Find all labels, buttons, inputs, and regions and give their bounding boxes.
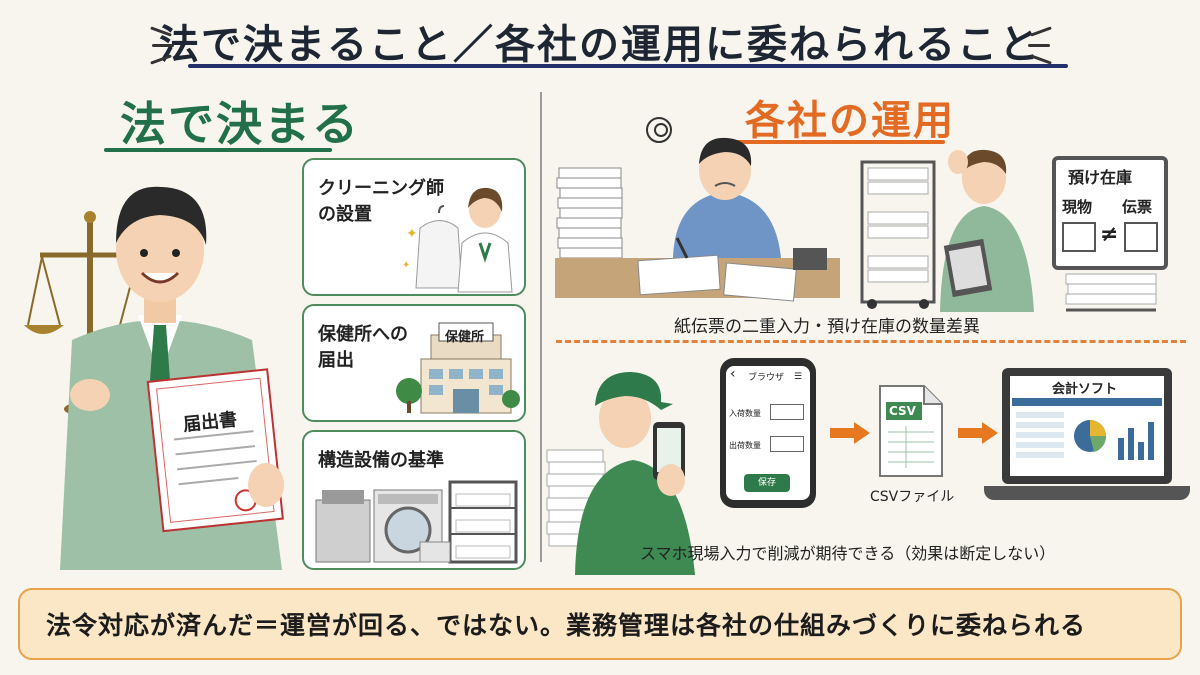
dashed-separator: [556, 340, 1186, 343]
phone-app-title: ブラウザ: [748, 373, 785, 383]
board-title: 預け在庫: [1068, 168, 1133, 187]
sparkle-icon: [152, 44, 174, 47]
health-center-building-illustration: [396, 322, 520, 414]
bottom-right-caption: スマホ現場入力で削減が期待できる（効果は断定しない）: [640, 544, 1056, 563]
sparkle-icon: [1028, 44, 1050, 47]
summary-message: 法令対応が済んだ＝運営が回る、ではない。業務管理は各社の仕組みづくりに委ねられる: [46, 611, 1087, 640]
official-man-illustration: [24, 186, 284, 570]
arrow-right-icon: [830, 422, 870, 444]
title-underline: [188, 64, 1068, 68]
csv-caption: CSVファイル: [870, 489, 955, 505]
laundry-equipment-illustration: [315, 480, 518, 564]
desk-worker-illustration: [555, 117, 840, 302]
phone-field1-label: 入荷数量: [729, 409, 761, 418]
card-label-cleaning-master: クリーニング師 の設置: [318, 178, 444, 225]
phone-back-button[interactable]: ‹: [730, 366, 736, 382]
svg-text:✦: ✦: [406, 226, 418, 242]
board-left-label: 現物: [1062, 198, 1093, 216]
arrow-right-icon: [958, 422, 998, 444]
accounting-dashboard-illustration: [1012, 398, 1162, 460]
section-divider: [540, 92, 542, 562]
phone-field2-label: 出荷数量: [729, 441, 761, 450]
laptop-app-title: 会計ソフト: [1052, 382, 1118, 397]
left-heading: 法で決まる: [120, 97, 360, 151]
right-heading: 各社の運用: [745, 98, 955, 144]
building-sign: 保健所: [445, 330, 485, 345]
card-label-health-center: 保健所への 届出: [318, 324, 408, 371]
left-heading-underline: [104, 148, 332, 152]
inventory-worker-illustration: [860, 149, 1034, 312]
summary-banner: [18, 588, 1182, 660]
card-label-structural-standards: 構造設備の基準: [318, 450, 444, 471]
cleaning-staff-illustration: ✦ ✦: [402, 187, 513, 293]
towel-stack-illustration: [1065, 273, 1157, 312]
csv-icon-label: CSV: [889, 404, 916, 418]
csv-file-icon: [879, 385, 943, 477]
laptop-base: [984, 486, 1190, 500]
phone-field2-input[interactable]: [770, 436, 804, 452]
board-box-right: [1124, 222, 1158, 252]
board-box-left: [1062, 222, 1096, 252]
phone-menu-icon[interactable]: ☰: [794, 372, 803, 382]
page-title: 法で決まること／各社の運用に委ねられること: [159, 22, 1041, 68]
phone-worker-illustration: [546, 372, 695, 575]
board-right-label: 伝票: [1122, 198, 1153, 216]
phone-save-button[interactable]: 保存: [744, 474, 790, 492]
right-heading-underline: [735, 140, 945, 144]
svg-text:✦: ✦: [402, 260, 410, 271]
top-right-caption: 紙伝票の二重入力・預け在庫の数量差異: [674, 317, 980, 337]
board-neq-sign: ≠: [1100, 222, 1119, 247]
phone-field1-input[interactable]: [770, 404, 804, 420]
